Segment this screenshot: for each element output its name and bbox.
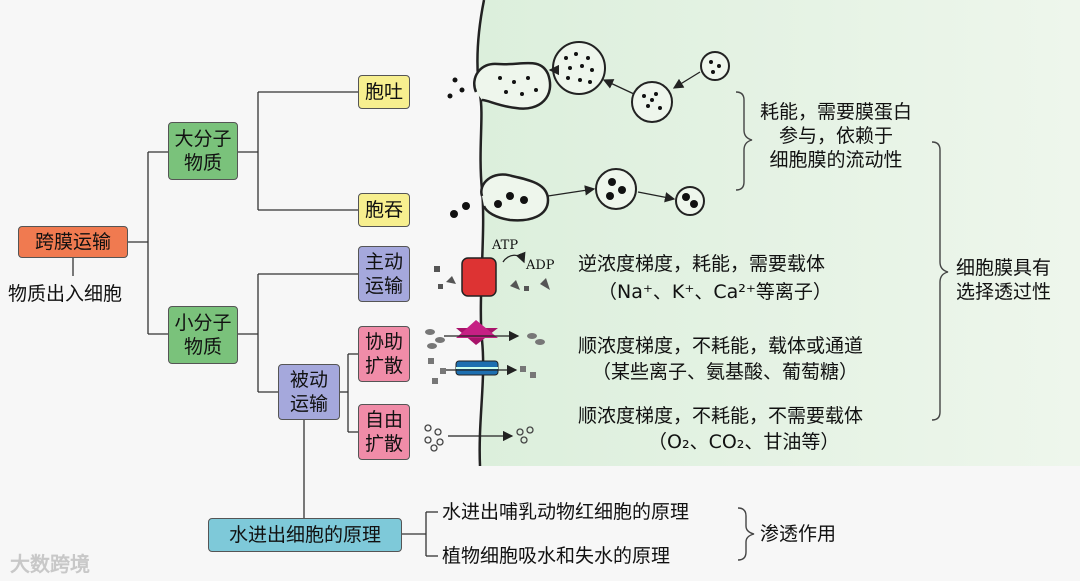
free-diffusion-node: 自由 扩散: [358, 404, 410, 460]
osmosis-note: 渗透作用: [760, 523, 837, 545]
vesicles-endocytosis: [595, 168, 705, 216]
large-molecule-node: 大分子 物质: [168, 122, 238, 180]
watermark: 大数跨境: [10, 552, 90, 576]
exocytosis-pocket: [473, 61, 552, 110]
water-node: 水进出细胞的原理: [208, 518, 402, 552]
selective-permeability-note: 细胞膜具有 选择透过性: [956, 257, 1052, 303]
active-carrier: [461, 251, 526, 297]
tree-connectors: [72, 91, 438, 557]
root-subtitle: 物质出入细胞: [8, 283, 123, 305]
vesicle-arrows: [547, 64, 701, 203]
root-node: 跨膜运输: [18, 226, 128, 258]
adp-label: ADP: [526, 258, 555, 273]
passive-transport-node: 被动 运输: [278, 364, 340, 420]
atp-label: ATP: [492, 238, 519, 253]
ion-particles: [434, 266, 550, 291]
facilitated-diffusion-node: 协助 扩散: [358, 326, 410, 382]
exocytosis-node: 胞吐: [358, 75, 410, 109]
braces: [735, 91, 949, 561]
free-note-1: 顺浓度梯度，不耗能，不需要载体: [578, 405, 864, 427]
water-item-2: 植物细胞吸水和失水的原理: [442, 545, 671, 567]
water-item-1: 水进出哺乳动物红细胞的原理: [442, 501, 690, 523]
diffusion-particles: [425, 329, 545, 384]
active-transport-node: 主动 运输: [358, 246, 410, 302]
bulk-transport-note: 耗能，需要膜蛋白 参与，依赖于 细胞膜的流动性: [760, 101, 913, 171]
endocytosis-pocket: [480, 173, 550, 222]
active-note-1: 逆浓度梯度，耗能，需要载体: [578, 253, 826, 275]
small-molecule-node: 小分子 物质: [168, 306, 238, 364]
transport-arrows: [444, 330, 520, 442]
endocytosis-node: 胞吞: [358, 193, 410, 227]
cell-cytoplasm: [477, 0, 1080, 466]
particle-dots: [447, 52, 721, 218]
facilitated-note-2: （某些离子、氨基酸、葡萄糖）: [592, 361, 859, 383]
active-note-2: （Na⁺、K⁺、Ca²⁺等离子）: [598, 281, 832, 303]
free-note-2: （O₂、CO₂、甘油等）: [648, 431, 840, 453]
free-diffusion-particles: [424, 424, 534, 452]
facilitated-note-1: 顺浓度梯度，不耗能，载体或通道: [578, 335, 864, 357]
